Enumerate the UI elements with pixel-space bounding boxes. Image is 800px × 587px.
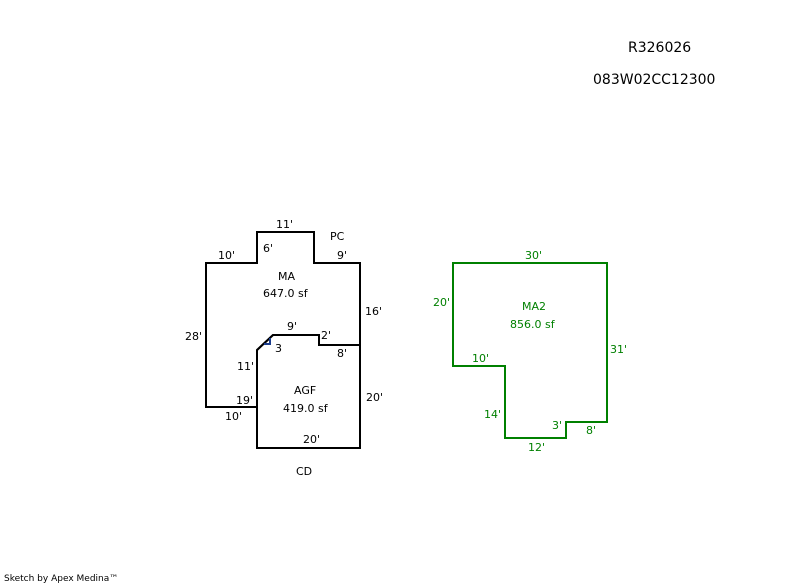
ma-right-top-dim: 9' [337,249,347,262]
ma-bottom-left-dim: 10' [225,410,242,423]
agf-step-h-dim: 8' [337,347,347,360]
ma2-outline [452,262,608,439]
record-id: R326026 [628,40,692,56]
ma-left-dim: 28' [185,330,202,343]
agf-bottom-dim: 20' [303,433,320,446]
ma-top-dim: 11' [276,218,293,231]
ma2-bottom-dim: 12' [528,441,545,454]
ma-name: MA [278,270,295,283]
sketch-credit: Sketch by Apex Medina™ [4,574,119,584]
ma2-notch-v-dim: 3' [552,419,562,432]
agf-outline [256,334,361,449]
angle-marker-icon [264,338,271,345]
ma2-notch-h-dim: 8' [586,424,596,437]
ma-inner-dim: 19' [236,394,253,407]
ma2-inner-dim: 14' [484,408,501,421]
agf-diag-dim: 3 [275,342,282,355]
agf-top-dim: 9' [287,320,297,333]
agf-area: 419.0 sf [283,402,329,415]
ma2-left-dim: 20' [433,296,450,309]
agf-step-dim: 2' [321,329,331,342]
ma2-name: MA2 [522,300,546,313]
ma-right-dim: 16' [365,305,382,318]
agf-right-dim: 20' [366,391,383,404]
ma2-step-dim: 10' [472,352,489,365]
ma-left-top-dim: 10' [218,249,235,262]
agf-name: AGF [294,384,316,397]
ma2-right-dim: 31' [610,343,627,356]
ma-area: 647.0 sf [263,287,309,300]
ma2-top-dim: 30' [525,249,542,262]
ma-bump-dim: 6' [263,242,273,255]
ma2-area: 856.0 sf [510,318,556,331]
pc-label: PC [330,230,345,243]
parcel-id: 083W02CC12300 [593,72,716,88]
agf-left-dim: 11' [237,360,254,373]
cd-label: CD [296,465,312,478]
